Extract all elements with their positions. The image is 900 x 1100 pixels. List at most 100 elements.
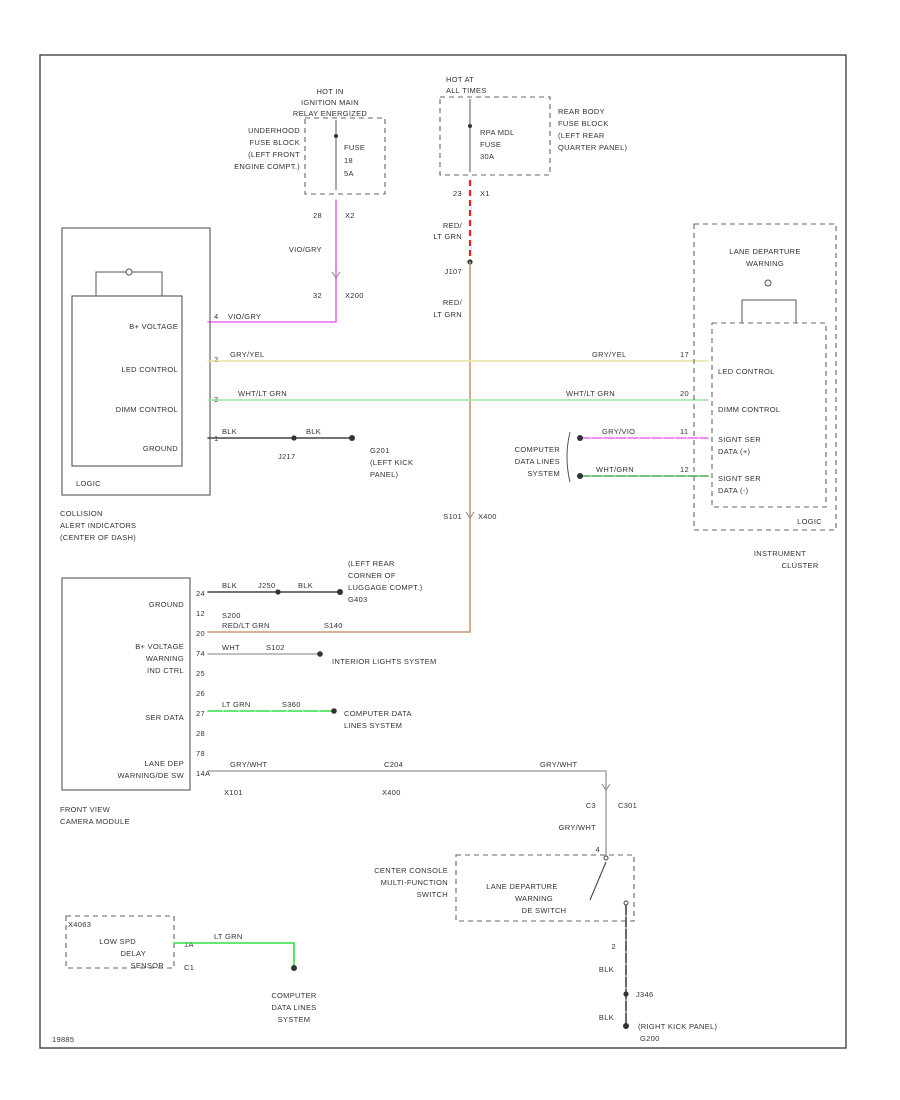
wire-ser1-pin: 11 [680, 427, 688, 436]
sensor-sub: C1 [184, 963, 194, 972]
fuse-amps: 5A [344, 169, 354, 178]
cluster-ser1a: SIGNT SER [718, 435, 761, 444]
fuse-label-line3: RELAY ENERGIZED [293, 109, 368, 118]
fuse-location-3: (LEFT FRONT [248, 150, 300, 159]
cluster-title-2: WARNING [746, 259, 784, 268]
ground-g200-icon [623, 1023, 629, 1029]
camera-pin-bplus: B+ VOLTAGE [135, 642, 184, 651]
camera-sw-wire2: GRY/WHT [540, 760, 577, 769]
collision-outer-box [61, 227, 211, 496]
wire-led-pin: 17 [680, 350, 689, 359]
switch-group-3: SWITCH [417, 890, 448, 899]
fuse2-label-line1: HOT AT [446, 75, 474, 84]
fuse2-name: RPA MDL [480, 128, 514, 137]
fuse-location-4: ENGINE COMPT.) [234, 162, 300, 171]
switch-name-1: LANE DEPARTURE [486, 882, 557, 891]
fuse-dashed-box [304, 117, 386, 195]
fuse-block-underhood: HOT IN IGNITION MAIN RELAY ENERGIZED UND… [207, 87, 386, 323]
camera-num-20: 20 [196, 629, 205, 638]
camera-sw-conn2: C204 [384, 760, 403, 769]
collision-pin-dimm: DIMM CONTROL [116, 405, 178, 414]
camera-gnd-wire: BLK [222, 581, 237, 590]
camera-sw-conn4: C301 [618, 801, 637, 810]
camera-sw-conn1: X101 [224, 788, 243, 797]
camera-num-74: 74 [196, 649, 205, 658]
camera-ind-dest: INTERIOR LIGHTS SYSTEM [332, 657, 437, 666]
cluster-dashed-box [693, 223, 837, 531]
splice-s101-label: S101 [443, 512, 462, 521]
sensor-name-1: LOW SPD [99, 937, 136, 946]
fuse2-location-4: QUARTER PANEL) [558, 143, 628, 152]
wire-ser2-pin: 12 [680, 465, 689, 474]
connector-chevron [331, 271, 341, 279]
fuse2-location-3: (LEFT REAR [558, 131, 605, 140]
fuse2-label-line2: ALL TIMES [446, 86, 487, 95]
sensor-dest-1: COMPUTER [271, 991, 317, 1000]
camera-num-24: 24 [196, 589, 205, 598]
camera-num-14a: 14A [196, 769, 210, 778]
switch-pin-bot: 2 [612, 942, 616, 951]
collision-pin-b-plus: B+ VOLTAGE [129, 322, 178, 331]
collision-pin-led: LED CONTROL [121, 365, 178, 374]
fuse-number: 18 [344, 156, 353, 165]
cluster-pin-led: LED CONTROL [718, 367, 775, 376]
wire-ser1-label: GRY/VIO [602, 427, 635, 436]
wire-led-label-right: GRY/YEL [592, 350, 626, 359]
switch-pin-top: 4 [596, 845, 600, 854]
switch-splice-label: J346 [636, 990, 653, 999]
cdl-label-1: COMPUTER [515, 445, 561, 454]
cluster-logic-box [711, 322, 827, 508]
c3-chevron [601, 783, 611, 791]
camera-ser-conn: S360 [282, 700, 301, 709]
lamp-frame [741, 299, 797, 323]
fuse-location-1: UNDERHOOD [248, 126, 300, 135]
fuse2-wire1a: RED/ [443, 221, 463, 230]
splice-j346-dot [623, 991, 629, 997]
collision-name-1: COLLISION [60, 509, 103, 518]
switch-wire-label: BLK [599, 965, 614, 974]
cluster-name-2: CLUSTER [781, 561, 818, 570]
ground-g201-loc2: PANEL) [370, 470, 399, 479]
switch-lever [589, 861, 607, 901]
cdl-terminal-1 [577, 435, 583, 441]
collision-alert-module: B+ VOLTAGE LED CONTROL DIMM CONTROL GROU… [60, 227, 261, 542]
camera-ser-dest1: COMPUTER DATA [344, 709, 412, 718]
splice-j217-label: J217 [278, 452, 295, 461]
camera-gnd-loc3: LUGGAGE COMPT.) [348, 583, 423, 592]
wire-violet-gray [207, 199, 337, 323]
fuse2-wire1b: LT GRN [433, 232, 462, 241]
fuse2-location-2: FUSE BLOCK [558, 119, 609, 128]
fuse2-dashed-box [439, 96, 551, 176]
fuse2-number: FUSE [480, 140, 501, 149]
fuse2-pin-a: 23 [453, 189, 462, 198]
camera-pin-ind-ctrl: IND CTRL [147, 666, 184, 675]
collision-logic-box [71, 295, 183, 467]
switch-top-contact [603, 855, 609, 861]
low-speed-sensor: X4063 LOW SPD DELAY SENSOR 1A C1 [65, 915, 194, 972]
wire-dimm-pin: 20 [680, 389, 689, 398]
switch-group-2: MULTI-FUNCTION [381, 878, 448, 887]
camera-pin-ser-data: SER DATA [145, 713, 184, 722]
indicator-lamp-frame [95, 271, 163, 296]
fuse-name: FUSE [344, 143, 365, 152]
splice-label: J107 [445, 267, 462, 276]
ground-g201-icon [349, 435, 355, 441]
fuse2-wire2a: RED/ [443, 298, 463, 307]
camera-pin-warn-sw: WARNING/DE SW [117, 771, 184, 780]
camera-num-12: 12 [196, 609, 205, 618]
instrument-cluster: LANE DEPARTURE WARNING LED CONTROL DIMM … [693, 223, 837, 570]
switch-wire2-label: BLK [599, 1013, 614, 1022]
camera-sw-wire3: GRY/WHT [559, 823, 596, 832]
lane-warning-lamp-icon [764, 279, 772, 287]
camera-pin-ground: GROUND [149, 600, 184, 609]
wire-gray-white [207, 770, 607, 856]
lane-departure-switch: CENTER CONSOLE MULTI-FUNCTION SWITCH LAN… [374, 845, 635, 951]
camera-name-1: FRONT VIEW [60, 805, 111, 814]
front-camera-module: GROUND B+ VOLTAGE WARNING IND CTRL SER D… [60, 577, 210, 826]
camera-pin-warning: WARNING [146, 654, 184, 663]
camera-gnd-wire2: BLK [298, 581, 313, 590]
cluster-ser2a: SIGNT SER [718, 474, 761, 483]
switch-name-2: WARNING [515, 894, 553, 903]
splice-x400-label: X400 [478, 512, 497, 521]
